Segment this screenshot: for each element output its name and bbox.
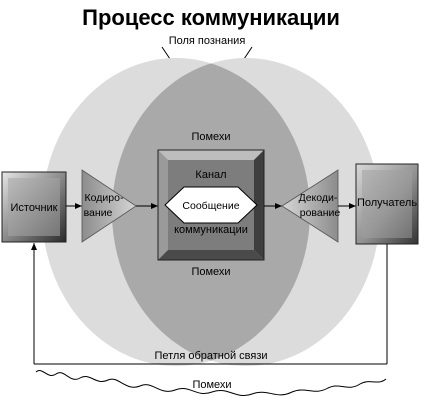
- noise-wave: [35, 370, 387, 396]
- decoding-label-line1: Декоди-: [299, 192, 338, 204]
- noise-wave-label: Помехи: [192, 379, 231, 391]
- receiver-box: Получатель: [355, 163, 419, 245]
- decoding-triangle: Декоди- рование: [281, 169, 341, 243]
- noise-bottom-label: Помехи: [191, 266, 230, 278]
- message-hexagon: [164, 186, 258, 224]
- fields-label: Поля познания: [169, 35, 246, 47]
- encoding-triangle: Кодиро- вание: [81, 169, 137, 243]
- encoding-label-line2: вание: [84, 207, 113, 219]
- encoding-label-line1: Кодиро-: [85, 192, 124, 204]
- channel-box: Канал Сообщение коммуникации: [157, 149, 265, 261]
- feedback-label: Петля обратной связи: [154, 350, 267, 362]
- noise-top-label: Помехи: [191, 131, 230, 143]
- source-label: Источник: [11, 202, 58, 214]
- channel-subtitle: коммуникации: [174, 224, 248, 236]
- source-box: Источник: [1, 171, 67, 243]
- decoding-label-line2: рование: [300, 207, 341, 219]
- receiver-label: Получатель: [357, 197, 417, 209]
- channel-title: Канал: [195, 169, 226, 181]
- channel-message: Сообщение: [182, 200, 239, 212]
- diagram-title: Процесс коммуникации: [82, 5, 340, 30]
